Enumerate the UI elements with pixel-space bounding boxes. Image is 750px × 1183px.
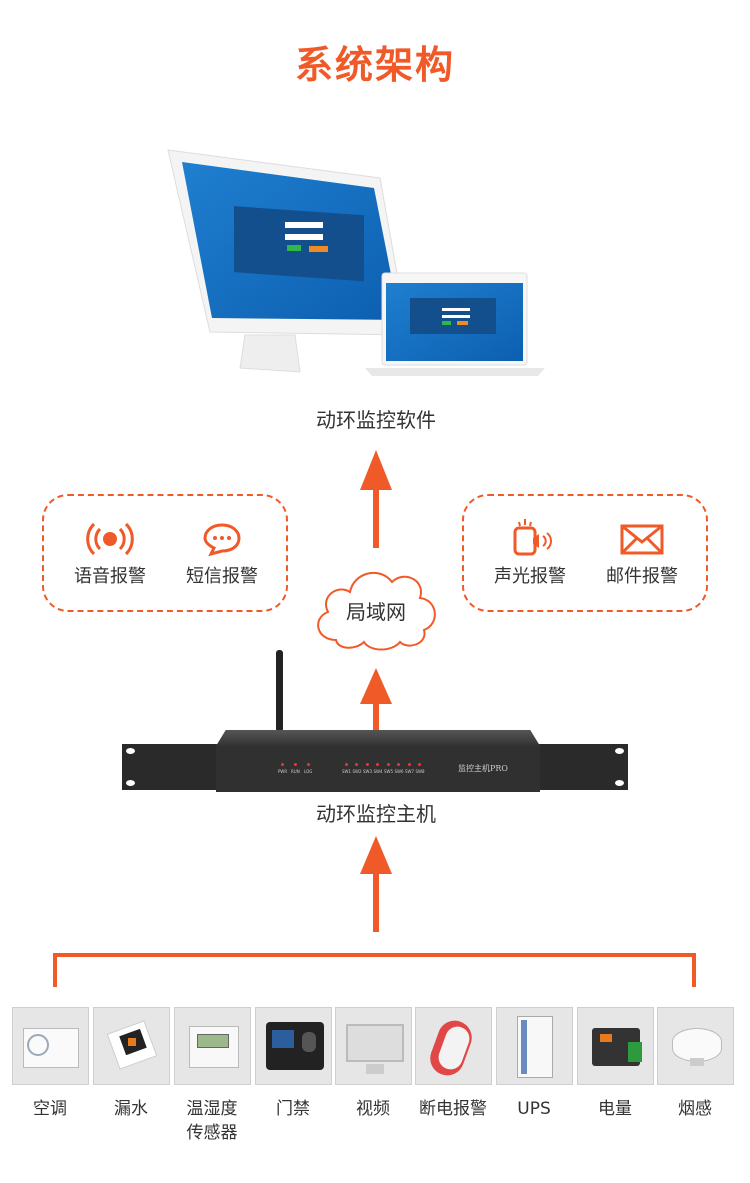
left-alert-group: 语音报警 短信报警: [42, 494, 288, 612]
monitor-laptop-image: [167, 149, 545, 376]
led-label: SW5: [384, 769, 394, 774]
sensor-tile-leak: [93, 1007, 170, 1085]
siren-icon: [513, 519, 552, 556]
sensor-tile-energy: [577, 1007, 654, 1085]
sensor-tile-video: [335, 1007, 412, 1085]
alert-voice: 语音报警: [60, 522, 160, 588]
device-model: 监控主机PRO: [458, 764, 508, 773]
mail-icon: [620, 524, 664, 555]
host-device: PWR RUN LOG SW1 SW2 SW3 SW4 SW5 SW6 SW7 …: [216, 746, 540, 792]
led-label: SW1: [342, 769, 352, 774]
arrow-up-icon: [360, 836, 392, 932]
sensor-tile-smoke: [657, 1007, 734, 1085]
software-label: 动环监控软件: [316, 408, 436, 432]
sensor-tile-power-failure: [415, 1007, 492, 1085]
led-label: SW7: [405, 769, 415, 774]
alert-label: 短信报警: [186, 566, 258, 587]
broadcast-icon: [86, 522, 134, 556]
sensor-tile-access: [255, 1007, 332, 1085]
arrow-up-icon: [360, 450, 392, 548]
sensor-tile-temp-humidity: [174, 1007, 251, 1085]
sensor-label: 空调: [33, 1099, 67, 1119]
arrow-up-icon: [360, 668, 392, 732]
alert-label: 邮件报警: [606, 566, 678, 587]
sensor-label: 断电报警: [419, 1099, 487, 1119]
right-alert-group: 声光报警 邮件报警: [462, 494, 708, 612]
sensor-tile-ups: [496, 1007, 573, 1085]
rack-ear-left: [122, 744, 218, 790]
network-label: 局域网: [346, 600, 406, 624]
host-label: 动环监控主机: [316, 802, 436, 826]
led-label: RUN: [291, 769, 300, 774]
rack-ear-right: [538, 744, 628, 790]
sensor-tile-ac: [12, 1007, 89, 1085]
sensor-label: 电量: [598, 1099, 632, 1119]
led-label: PWR: [278, 769, 288, 774]
led-label: SW3: [363, 769, 373, 774]
sensor-label: 视频: [356, 1099, 390, 1119]
alert-label: 声光报警: [494, 566, 566, 587]
sensor-label: UPS: [517, 1099, 551, 1119]
sensor-label: 温湿度: [186, 1099, 238, 1119]
cloud-icon: [317, 572, 436, 651]
alert-email: 邮件报警: [592, 522, 692, 588]
status-leds: PWR RUN LOG: [278, 763, 312, 774]
led-label: SW2: [352, 769, 362, 774]
message-icon: [203, 523, 241, 556]
sensor-bracket: [53, 953, 696, 987]
led-label: LOG: [304, 769, 313, 774]
alert-sound-light: 声光报警: [480, 518, 580, 588]
alert-label: 语音报警: [74, 566, 146, 587]
page-title: 系统架构: [294, 43, 455, 87]
led-label: SW6: [394, 769, 404, 774]
sensor-label: 漏水: [114, 1099, 148, 1119]
channel-leds: SW1 SW2 SW3 SW4 SW5 SW6 SW7 SW8: [342, 763, 425, 774]
host-top: [216, 730, 540, 746]
sensor-label-line2: 传感器: [186, 1123, 238, 1143]
antenna: [276, 650, 283, 732]
led-label: SW8: [415, 769, 425, 774]
sensor-label: 烟感: [678, 1099, 712, 1119]
alert-sms: 短信报警: [172, 522, 272, 588]
sensor-label: 门禁: [276, 1099, 310, 1119]
led-label: SW4: [373, 769, 383, 774]
